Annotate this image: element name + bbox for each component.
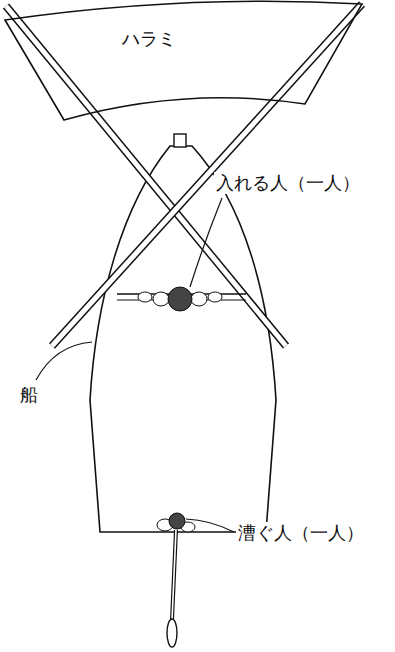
part-label: 船: [18, 384, 40, 406]
leader-line: [190, 198, 222, 287]
net-poles: [6, 4, 362, 346]
net-label: ハラミ: [120, 28, 178, 50]
fan-outline: [0, 0, 370, 130]
rower: [157, 513, 195, 647]
net-fan: ハラミ: [0, 0, 370, 130]
bow-post: [174, 134, 186, 147]
leader-line: [36, 342, 92, 380]
net-person: [117, 287, 246, 311]
leader-line: [186, 519, 234, 532]
part-label: 入れる人（一人）: [214, 172, 362, 194]
part-label: 漕ぐ人（一人）: [236, 522, 366, 544]
